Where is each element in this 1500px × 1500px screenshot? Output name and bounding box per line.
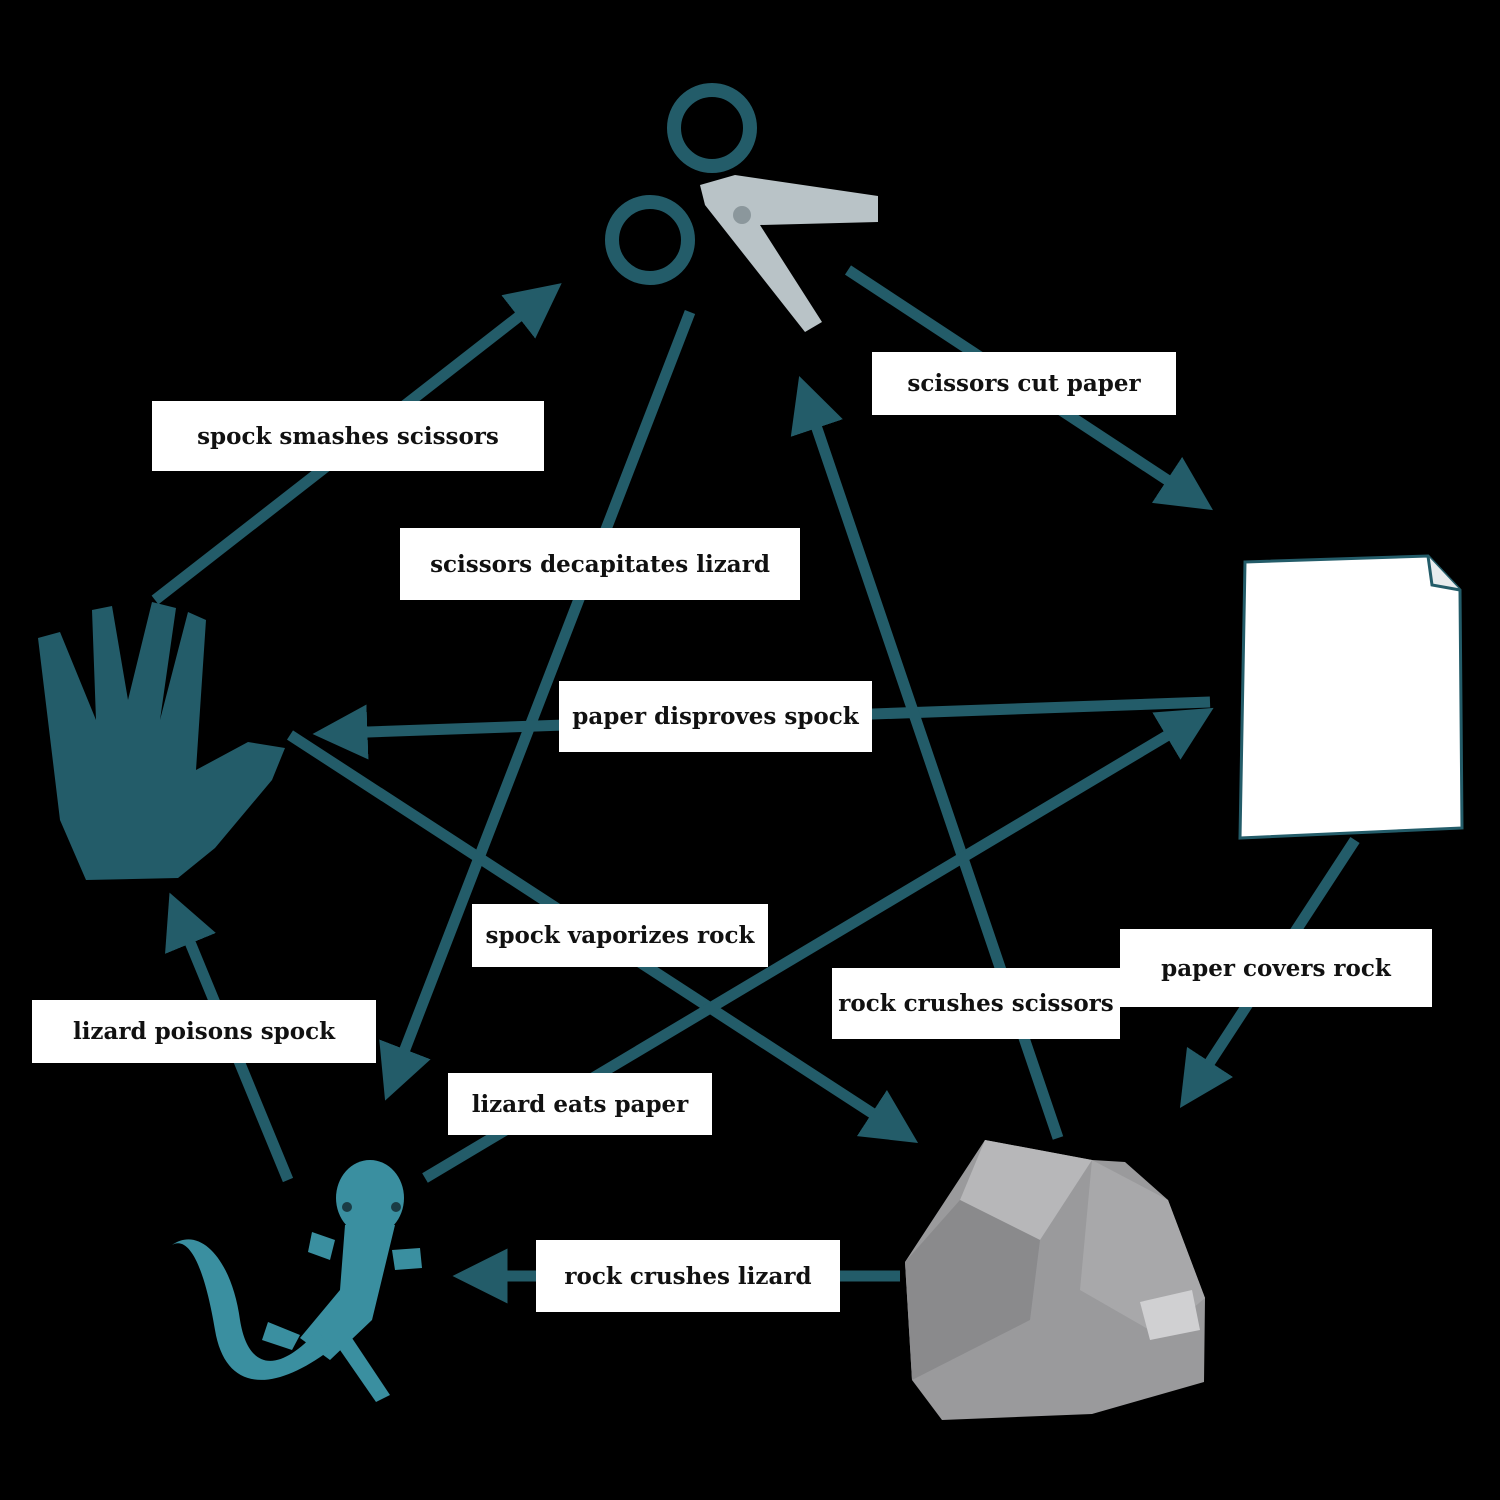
edge-label-scissors-decapitates-lizard: scissors decapitates lizard <box>400 528 800 600</box>
edge-label-rock-crushes-lizard: rock crushes lizard <box>536 1240 840 1312</box>
lizard-icon <box>172 1160 422 1402</box>
edge-label-scissors-cut-paper: scissors cut paper <box>872 352 1176 415</box>
edge-label-paper-covers-rock: paper covers rock <box>1120 929 1432 1007</box>
vulcan-salute-hand-icon <box>38 602 285 880</box>
edge-label-spock-smashes-scissors: spock smashes scissors <box>152 401 544 471</box>
edge-label-lizard-eats-paper: lizard eats paper <box>448 1073 712 1135</box>
edge-label-lizard-poisons-spock: lizard poisons spock <box>32 1000 376 1063</box>
paper-sheet-icon <box>1238 554 1464 840</box>
edge-label-rock-crushes-scissors: rock crushes scissors <box>832 968 1120 1039</box>
arrow-scissors-decapitates-lizard <box>379 310 696 1101</box>
scissors-icon <box>605 83 878 332</box>
edge-label-spock-vaporizes-rock: spock vaporizes rock <box>472 904 768 967</box>
edge-label-paper-disproves-spock: paper disproves spock <box>559 681 872 752</box>
rock-icon <box>905 1140 1205 1420</box>
